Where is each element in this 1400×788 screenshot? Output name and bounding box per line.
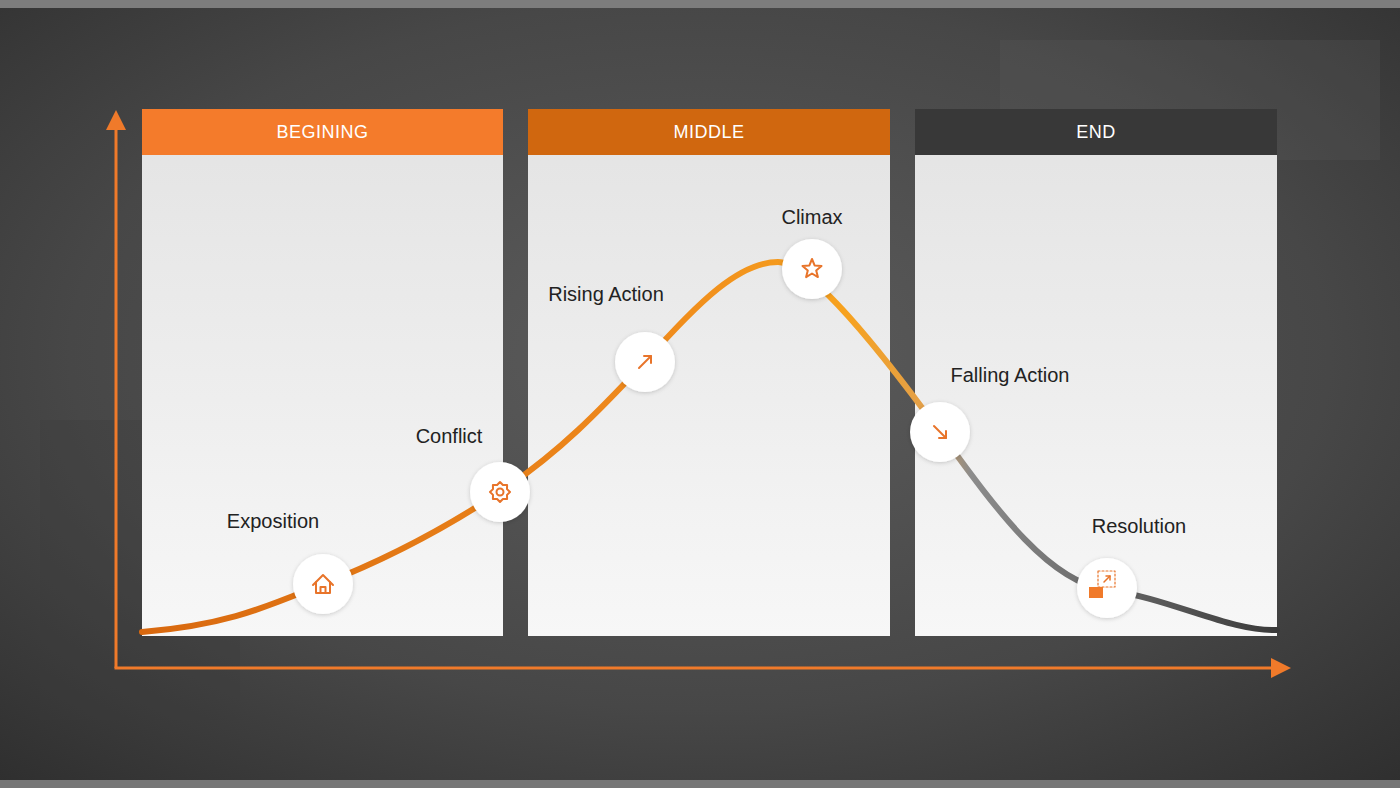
resolution-icon (1089, 571, 1115, 598)
falling-arrow-icon (934, 426, 946, 438)
story-curve (142, 262, 1277, 632)
top-band (0, 0, 1400, 8)
stage-panel: MIDDLE (528, 109, 890, 636)
icon-circle (1077, 558, 1137, 618)
stage-label: Exposition (227, 509, 319, 533)
star-icon (803, 259, 822, 277)
axis-arrowhead (1271, 658, 1291, 678)
stage-label: Falling Action (951, 363, 1070, 387)
icon-circle (470, 462, 530, 522)
bottom-band (0, 780, 1400, 788)
icon-circle (782, 239, 842, 299)
icon-circle (910, 402, 970, 462)
panel-body (528, 109, 890, 636)
section-header: END (915, 109, 1277, 155)
y-axis (115, 124, 118, 668)
stage-panel: BEGINING (142, 109, 503, 636)
house-icon (313, 575, 333, 593)
panel-body (142, 109, 503, 636)
x-axis (115, 667, 1279, 670)
icon-circle (615, 332, 675, 392)
stage-label: Rising Action (548, 282, 664, 306)
gear-icon (490, 482, 510, 502)
rising-arrow-icon (639, 356, 651, 368)
icon-circles (293, 239, 1137, 618)
section-header: MIDDLE (528, 109, 890, 155)
icon-circle (293, 554, 353, 614)
axes (115, 124, 1279, 668)
axis-arrowhead (106, 110, 126, 130)
stage-label: Resolution (1092, 514, 1187, 538)
stage-label: Climax (781, 205, 842, 229)
panel-body (915, 109, 1277, 636)
section-header: BEGINING (142, 109, 503, 155)
stage-label: Conflict (416, 424, 483, 448)
